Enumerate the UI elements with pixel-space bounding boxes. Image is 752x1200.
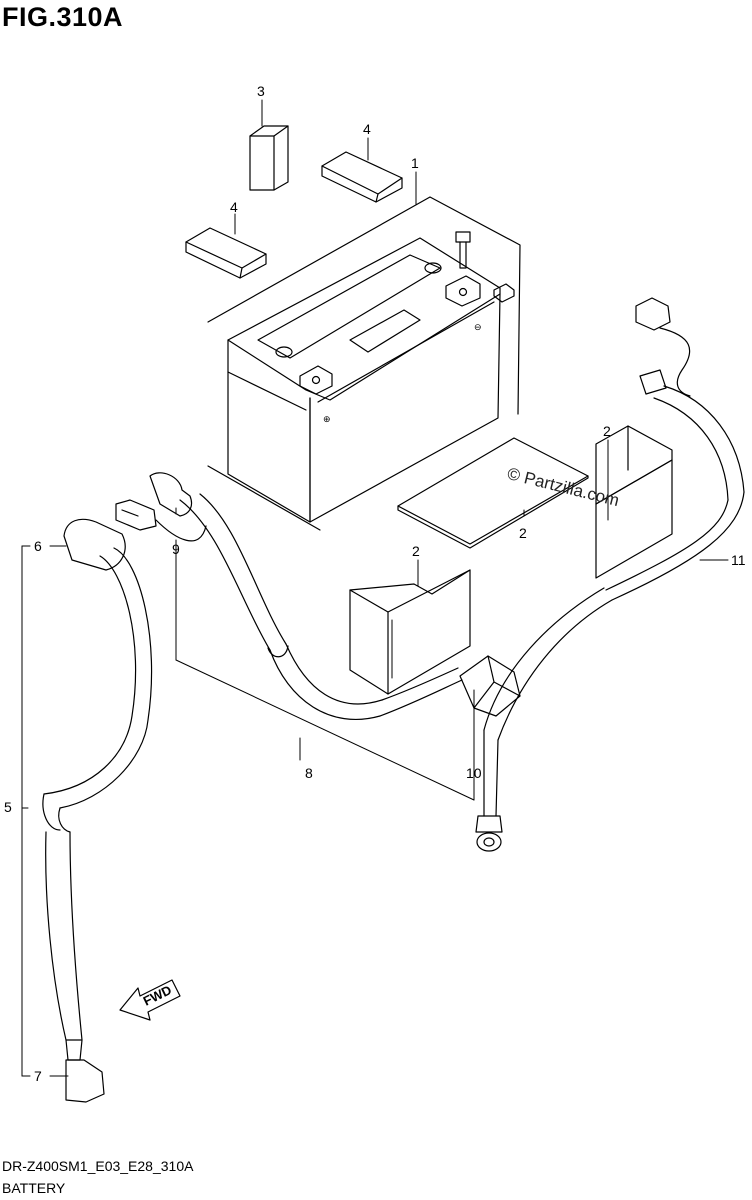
callout-2-flat: 2 [519, 525, 527, 541]
svg-text:⊖: ⊖ [474, 322, 482, 332]
wire-connector[interactable] [115, 499, 207, 542]
cable-5[interactable] [42, 518, 153, 1103]
callout-5: 5 [4, 799, 12, 815]
leader-lines [21, 99, 729, 1077]
callout-4-upper: 4 [363, 121, 371, 137]
callout-9: 9 [172, 541, 180, 557]
callout-4-lower: 4 [230, 199, 238, 215]
callout-2-center: 2 [412, 543, 420, 559]
figure-name: BATTERY [2, 1180, 66, 1196]
svg-text:⊕: ⊕ [323, 414, 331, 424]
terminal-cover-10[interactable] [459, 655, 521, 717]
figure-code: DR-Z400SM1_E03_E28_310A [2, 1158, 194, 1174]
callout-8: 8 [305, 765, 313, 781]
battery-pad-4-upper[interactable] [321, 151, 403, 203]
battery-sheet-2-flat[interactable] [397, 437, 589, 549]
callout-1: 1 [411, 155, 419, 171]
callout-11: 11 [731, 552, 746, 568]
callout-2-right: 2 [603, 423, 611, 439]
callout-3: 3 [257, 83, 265, 99]
battery-holder-plate-2-center[interactable] [349, 569, 471, 695]
cable-8[interactable] [149, 472, 463, 721]
battery-cushion-3[interactable] [249, 125, 289, 191]
cable-11[interactable] [475, 297, 745, 852]
battery[interactable]: ⊕ ⊖ [207, 196, 521, 531]
fwd-arrow-icon [119, 979, 181, 1021]
callout-7: 7 [34, 1068, 42, 1084]
battery-pad-4-lower[interactable] [185, 227, 267, 279]
callout-6: 6 [34, 538, 42, 554]
battery-holder-plate-2-right[interactable] [595, 425, 673, 579]
callout-10: 10 [466, 765, 482, 781]
figure-title: FIG.310A [2, 2, 124, 32]
